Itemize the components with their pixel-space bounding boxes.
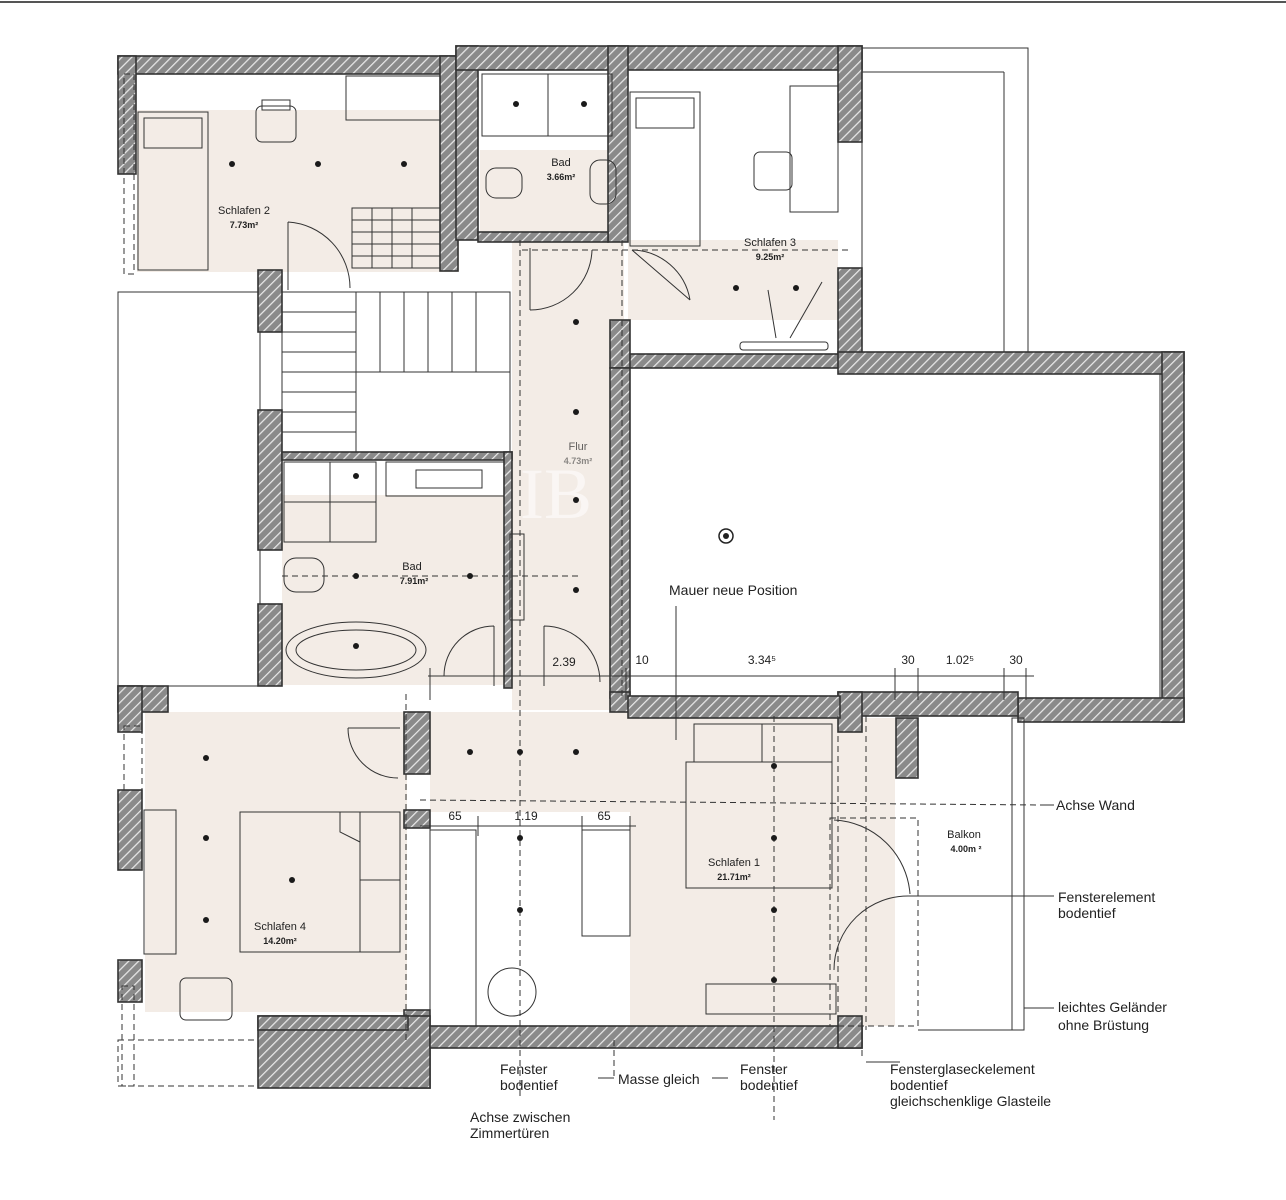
room-area-balkon: 4.00m ²	[950, 844, 981, 854]
room-name-balkon: Balkon	[947, 829, 981, 841]
note-gelaender-2: ohne Brüstung	[1058, 1017, 1149, 1033]
note-masse-gleich: Masse gleich	[618, 1071, 700, 1087]
dim-2-39: 2.39	[552, 655, 576, 669]
note-fenster-a-1: Fenster	[500, 1061, 548, 1077]
note-achse-zwischen-1: Achse zwischen	[470, 1109, 570, 1125]
dim-1-19: 1.19	[514, 809, 538, 823]
dim-30-b: 30	[1009, 653, 1023, 667]
furniture	[137, 73, 1025, 1031]
dimension-lines	[420, 606, 1054, 1079]
note-fensterelement-1: Fensterelement	[1058, 889, 1155, 905]
room-area-schlafen-4: 14.20m²	[263, 936, 297, 946]
room-name-bad-top: Bad	[551, 157, 571, 169]
room-area-flur: 4.73m²	[564, 456, 593, 466]
note-fensterglas-3: gleichschenklige Glasteile	[890, 1093, 1051, 1109]
room-labels: Schlafen 2 7.73m² Bad 3.66m² Schlafen 3 …	[218, 157, 982, 946]
note-mauer-neue-position: Mauer neue Position	[669, 582, 797, 598]
note-achse-zwischen-2: Zimmertüren	[470, 1125, 549, 1141]
room-area-schlafen-3: 9.25m²	[756, 252, 785, 262]
note-fensterelement-2: bodentief	[1058, 905, 1116, 921]
note-fenster-b-2: bodentief	[740, 1077, 798, 1093]
note-fenster-a-2: bodentief	[500, 1077, 558, 1093]
dim-1-02: 1.02⁵	[946, 653, 974, 667]
floor-areas	[137, 110, 895, 1026]
room-name-schlafen-3: Schlafen 3	[744, 237, 796, 249]
walls	[117, 45, 1185, 1089]
note-fensterglas-1: Fensterglaseckelement	[890, 1061, 1035, 1077]
note-fensterglas-2: bodentief	[890, 1077, 948, 1093]
dim-65-b: 65	[597, 809, 611, 823]
room-name-schlafen-1: Schlafen 1	[708, 857, 760, 869]
room-area-schlafen-1: 21.71m²	[717, 872, 751, 882]
dim-10: 10	[635, 653, 649, 667]
doors	[287, 221, 911, 971]
room-name-flur: Flur	[569, 441, 588, 453]
stairs-main	[281, 291, 511, 453]
dim-30-a: 30	[901, 653, 915, 667]
room-name-schlafen-2: Schlafen 2	[218, 205, 270, 217]
note-gelaender-1: leichtes Geländer	[1058, 999, 1167, 1015]
dashed-lines	[117, 73, 1041, 1120]
stairs-top	[351, 207, 441, 269]
dim-3-34: 3.34⁵	[748, 653, 776, 667]
annotations: Mauer neue Position Achse Wand Fensterel…	[470, 582, 1167, 1141]
room-area-schlafen-2: 7.73m²	[230, 220, 259, 230]
note-achse-wand: Achse Wand	[1056, 797, 1135, 813]
room-name-schlafen-4: Schlafen 4	[254, 921, 306, 933]
room-area-bad-top: 3.66m²	[547, 172, 576, 182]
ceiling-lights	[203, 101, 799, 983]
watermark: IB	[520, 454, 592, 534]
dimension-labels: 2.39 10 3.34⁵ 30 1.02⁵ 30 65 1.19 65	[448, 653, 1023, 823]
room-name-bad-mid: Bad	[402, 561, 422, 573]
room-area-bad-mid: 7.91m²	[400, 576, 429, 586]
dim-65-a: 65	[448, 809, 462, 823]
note-fenster-b-1: Fenster	[740, 1061, 788, 1077]
